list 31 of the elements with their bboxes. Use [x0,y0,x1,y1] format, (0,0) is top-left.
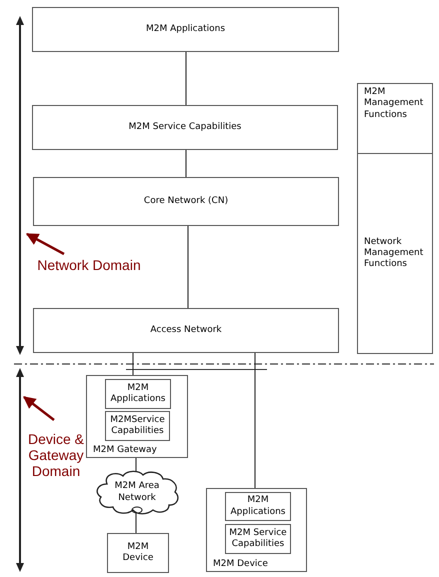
container-box [206,488,307,572]
process-box [105,379,171,409]
cloud-label: M2M Area Network [114,481,160,504]
process-box [357,83,433,154]
box-label: M2M Applications [146,24,226,36]
box-label: M2M Device [122,542,154,564]
box-label: M2M Applications [110,382,166,406]
box-label: M2M Gateway [93,444,157,456]
box-label: M2MService Capabilities [109,414,166,438]
domain-label: Device & Gateway Domain [26,430,86,480]
leader-arrow [23,396,55,421]
process-box [107,533,169,573]
domain-label: Network Domain [37,256,141,274]
box-label: M2M Applications [230,495,286,518]
container-box [86,375,188,458]
box-label: Core Network (CN) [144,196,228,208]
box-label: M2M Service Capabilities [128,122,242,134]
process-box [225,492,291,521]
box-label: M2M Device [213,558,268,570]
process-box [357,153,433,354]
process-box [33,177,339,226]
connector-line [132,352,134,376]
connector-line [254,352,256,488]
process-box [32,105,338,150]
leader-arrow [26,232,65,256]
box-label: M2M Management Functions [364,87,424,121]
process-box [33,308,339,353]
box-label: M2M Service Capabilities [228,528,288,550]
process-box [32,7,339,52]
box-label: Network Management Functions [364,236,424,270]
box-label: Access Network [150,324,222,336]
